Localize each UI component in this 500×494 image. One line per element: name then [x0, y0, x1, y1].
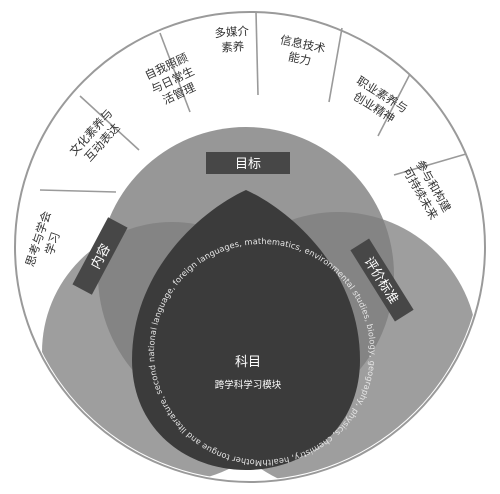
- center-title: 科目: [235, 355, 261, 370]
- seg1-line2: 学习: [42, 230, 62, 256]
- ring-dividers: [39, 11, 467, 193]
- core-subjects: [132, 190, 360, 470]
- ring-segment-4: 多媒介 素养: [214, 24, 250, 55]
- label-goal: 目标: [206, 152, 290, 174]
- label-goal-text: 目标: [235, 157, 261, 172]
- seg4-line2: 素养: [221, 39, 245, 55]
- seg5-line2: 能力: [287, 50, 312, 68]
- center-subtitle: 跨学科学习模块: [215, 379, 282, 391]
- seg4-line1: 多媒介: [214, 24, 250, 40]
